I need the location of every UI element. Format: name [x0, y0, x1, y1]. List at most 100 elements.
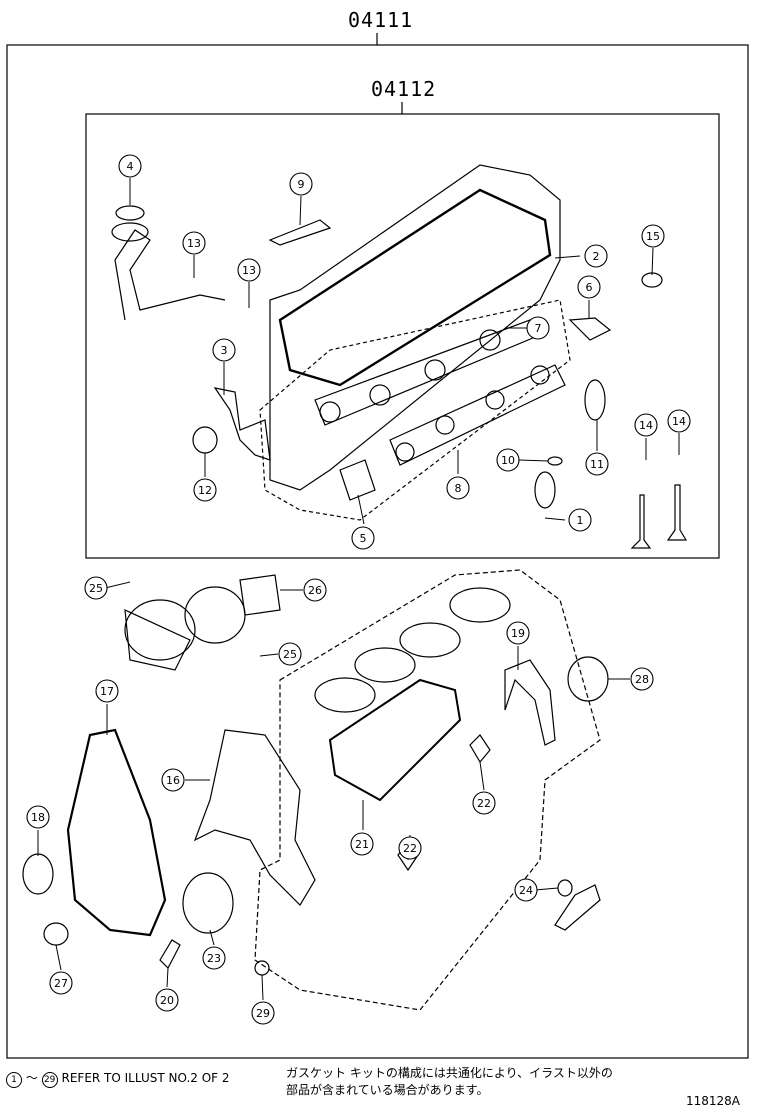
callout-label-2: 2	[593, 250, 600, 263]
callout-circle-14	[667, 409, 691, 433]
washer-24-drawing	[557, 879, 573, 897]
callout-label-17: 17	[100, 685, 114, 698]
callout-label-4: 4	[127, 160, 134, 173]
callout-circle-19	[506, 621, 530, 645]
callout-circle-9	[289, 172, 313, 196]
callout-circle-11	[585, 452, 609, 476]
refer-end-badge: 29	[41, 1072, 58, 1088]
callout-circle-12	[193, 478, 217, 502]
callout-circle-25	[278, 642, 302, 666]
callout-label-14: 14	[672, 415, 686, 428]
callout-label-10: 10	[501, 454, 515, 467]
oring-29-drawing	[254, 960, 270, 976]
callout-circle-5	[351, 526, 375, 550]
callout-label-11: 11	[590, 458, 604, 471]
callout-label-25: 25	[283, 648, 297, 661]
callout-label-27: 27	[54, 977, 68, 990]
callout-circle-3	[212, 338, 236, 362]
jp-note-line1: ガスケット キットの構成には共通化により、イラスト以外の	[286, 1066, 613, 1080]
outer-kit-frame	[6, 44, 749, 1059]
seal-27-drawing	[43, 922, 69, 946]
illustration-id: 118128A	[686, 1094, 741, 1108]
gasket-21-drawing	[328, 678, 462, 802]
callout-circle-16	[161, 768, 185, 792]
callout-circle-26	[303, 578, 327, 602]
refer-range-tilde: ～	[25, 1071, 38, 1085]
gasket-19-drawing	[504, 659, 556, 746]
callout-label-5: 5	[360, 532, 367, 545]
seal-28-drawing	[567, 656, 609, 702]
oring-10-drawing	[547, 456, 563, 466]
callout-circle-7	[526, 316, 550, 340]
callout-circle-17	[95, 679, 119, 703]
callout-circle-8	[446, 476, 470, 500]
callout-label-21: 21	[355, 838, 369, 851]
gasket-11-drawing	[584, 379, 606, 421]
callout-circle-14	[634, 413, 658, 437]
pipe-24-drawing	[554, 884, 601, 931]
gasket-5-drawing	[339, 459, 376, 501]
callout-circle-28	[630, 667, 654, 691]
gasket-16-drawing	[193, 729, 316, 906]
callout-circle-2	[584, 244, 608, 268]
callout-label-3: 3	[221, 344, 228, 357]
callout-label-26: 26	[308, 584, 322, 597]
gasket-17-drawing	[66, 728, 167, 937]
seal-18-drawing	[22, 853, 54, 895]
callout-label-23: 23	[207, 952, 221, 965]
callout-label-1: 1	[577, 514, 584, 527]
callout-circle-25	[84, 576, 108, 600]
callout-circle-18	[26, 805, 50, 829]
callout-label-15: 15	[646, 230, 660, 243]
callout-circle-24	[514, 878, 538, 902]
turbocharger-drawing	[124, 574, 281, 671]
callout-label-18: 18	[31, 811, 45, 824]
callout-label-13: 13	[242, 264, 256, 277]
callout-circle-1	[568, 508, 592, 532]
gasket-9-drawing	[268, 219, 332, 246]
callout-label-6: 6	[586, 281, 593, 294]
callout-label-22: 22	[403, 842, 417, 855]
callout-label-24: 24	[519, 884, 533, 897]
refer-text: REFER TO ILLUST NO.2 OF 2	[61, 1071, 230, 1085]
callout-circle-13	[237, 258, 261, 282]
cylinder-head-drawing	[259, 164, 571, 521]
refer-start-badge: 1	[6, 1072, 22, 1088]
callout-label-16: 16	[166, 774, 180, 787]
gasket-20-drawing	[159, 939, 181, 970]
gasket-3-drawing	[213, 387, 271, 461]
callout-label-12: 12	[198, 484, 212, 497]
callout-label-25: 25	[89, 582, 103, 595]
inner-kit-part-number: 04112	[371, 77, 437, 101]
callout-circle-4	[118, 154, 142, 178]
gasket-23-drawing	[182, 872, 234, 934]
callout-circle-6	[577, 275, 601, 299]
callout-circle-27	[49, 971, 73, 995]
callout-circle-22	[472, 791, 496, 815]
callout-label-19: 19	[511, 627, 525, 640]
callout-circle-15	[641, 224, 665, 248]
cylinder-block-drawing	[254, 569, 601, 1011]
callout-label-20: 20	[160, 994, 174, 1007]
refer-note: 1 ～ 29 REFER TO ILLUST NO.2 OF 2	[6, 1070, 230, 1088]
seal-15-drawing	[641, 272, 663, 288]
callout-label-13: 13	[187, 237, 201, 250]
valve-drawing	[630, 484, 688, 549]
manifold-gaskets-drawing	[314, 319, 566, 466]
oil-pipe-drawing	[111, 205, 226, 321]
callout-circle-23	[202, 946, 226, 970]
callout-circle-29	[251, 1001, 275, 1025]
outer-kit-part-number: 04111	[348, 8, 414, 32]
callout-circle-10	[496, 448, 520, 472]
callout-label-9: 9	[298, 178, 305, 191]
inner-kit-frame	[85, 113, 720, 559]
callout-label-28: 28	[635, 673, 649, 686]
jp-note-line2: 部品が含まれている場合があります。	[286, 1083, 489, 1097]
callout-label-8: 8	[455, 482, 462, 495]
callout-label-14: 14	[639, 419, 653, 432]
seal-12-drawing	[192, 426, 218, 454]
callout-circle-13	[182, 231, 206, 255]
callout-label-29: 29	[256, 1007, 270, 1020]
